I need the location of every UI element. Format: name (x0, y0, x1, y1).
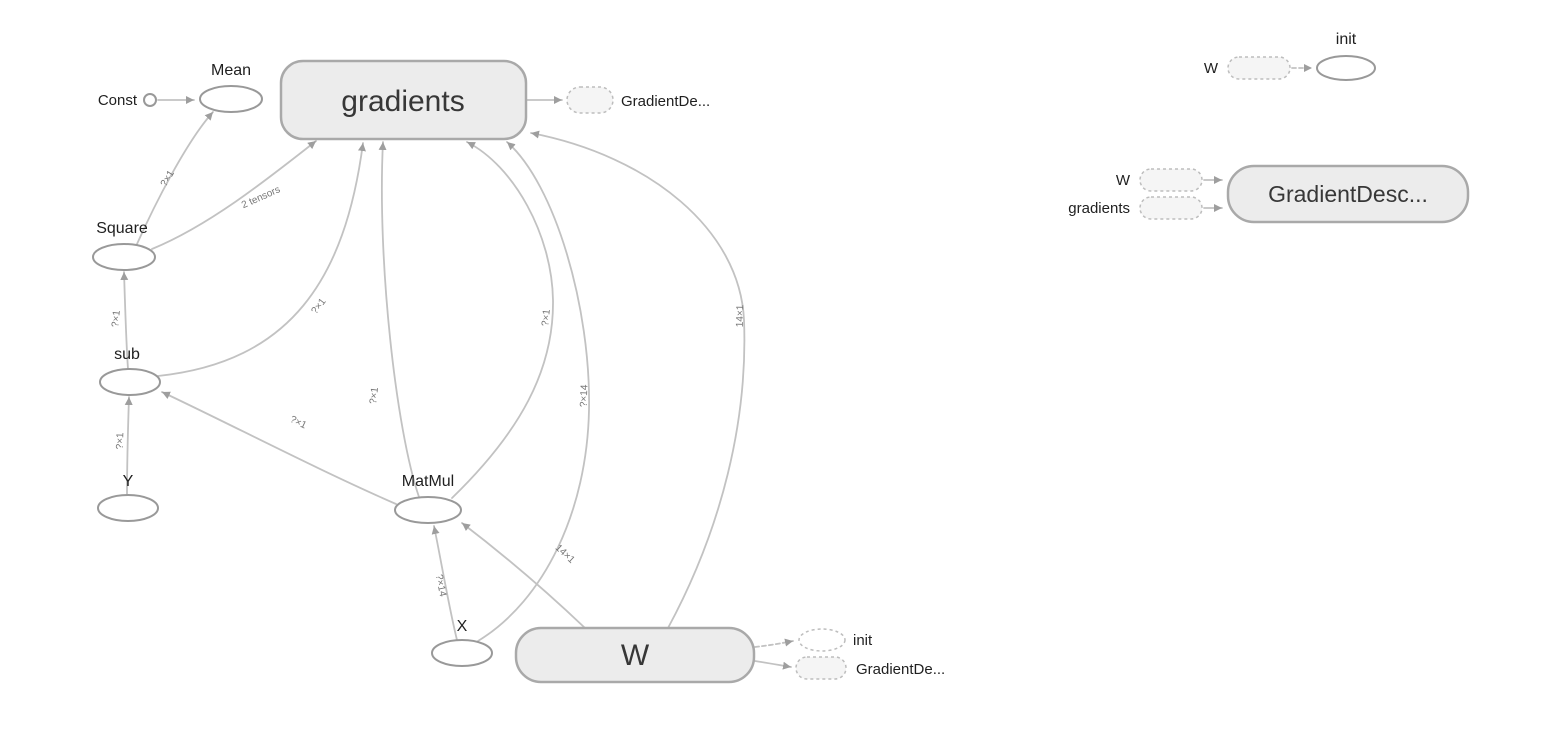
edge-label-3: ?×1 (309, 296, 328, 316)
sub-shape[interactable] (99, 368, 161, 396)
edge-sub-gradients (157, 142, 366, 377)
gd-w-stub-shape[interactable] (1139, 168, 1203, 192)
w-descent-stub-label: GradientDe... (856, 661, 945, 678)
node-init-w-stub[interactable]: W (1204, 56, 1291, 80)
x-shape[interactable] (431, 639, 493, 667)
gradients-label: gradients (341, 85, 464, 118)
gd-gradients-stub-shape[interactable] (1139, 196, 1203, 220)
gd-w-stub-label: W (1116, 172, 1131, 189)
node-square[interactable]: Square (92, 220, 156, 271)
node-sub[interactable]: sub (99, 346, 161, 396)
matmul-shape[interactable] (394, 496, 462, 524)
edge-label-6: ?×1 (368, 386, 381, 405)
w-shape[interactable] (514, 626, 756, 684)
edge-x-gradients (477, 141, 590, 642)
node-const[interactable]: Const (98, 92, 157, 109)
x-label: X (457, 618, 468, 635)
node-gradient-descent[interactable]: GradientDesc... (1226, 164, 1470, 224)
node-init[interactable]: init (1316, 31, 1376, 81)
edge-matmul-gradients (378, 141, 420, 498)
edge-matmul-gradients-2 (451, 141, 554, 499)
edge-label-0: ?×1 (159, 168, 177, 189)
mean-shape[interactable] (199, 85, 263, 113)
edge-label-10: ?×14 (433, 573, 448, 598)
sub-label: sub (114, 346, 140, 363)
matmul-label: MatMul (402, 473, 454, 490)
gradients-descent-stub-label: GradientDe... (621, 93, 710, 110)
edge-matmul-sub (161, 391, 397, 505)
edge-sub-square (120, 271, 129, 370)
edge-label-2: ?×1 (110, 309, 123, 327)
edge-y-sub (124, 396, 133, 496)
edge-label-7: ?×1 (540, 308, 553, 326)
y-label: Y (123, 473, 134, 490)
edge-label-11: 14×1 (553, 542, 577, 566)
edge-square-gradients (151, 140, 317, 250)
node-gd-w-stub[interactable]: W (1116, 168, 1203, 192)
y-shape[interactable] (97, 494, 159, 522)
edge-w-matmul (461, 522, 586, 629)
edge-square-mean (136, 111, 214, 245)
edge-w-init (754, 638, 794, 648)
init-w-stub-shape[interactable] (1227, 56, 1291, 80)
gradient-descent-label: GradientDesc... (1268, 181, 1428, 207)
init-w-stub-label: W (1204, 60, 1219, 77)
const-label: Const (98, 92, 138, 109)
gradients-shape[interactable] (279, 59, 528, 141)
edge-label-4: ?×1 (115, 432, 127, 450)
node-gd-gradients-stub[interactable]: gradients (1068, 196, 1203, 220)
edge-label-8: ?×14 (579, 384, 591, 407)
node-w-init-stub[interactable]: init (798, 628, 873, 652)
w-init-stub-label: init (853, 632, 873, 649)
init-label: init (1336, 31, 1357, 48)
node-mean[interactable]: Mean (199, 62, 263, 113)
edge-w-gradients (530, 130, 746, 629)
node-w-descent-stub[interactable]: GradientDe... (795, 656, 945, 680)
edge-label-9: 14×1 (735, 304, 746, 327)
w-label: W (621, 639, 650, 672)
node-y[interactable]: Y (97, 473, 159, 522)
w-descent-stub-shape[interactable] (795, 656, 847, 680)
square-shape[interactable] (92, 243, 156, 271)
edge-label-1: 2 tensors (240, 184, 282, 211)
node-x[interactable]: X (431, 618, 493, 667)
gradient-descent-shape[interactable] (1226, 164, 1470, 224)
node-gradients[interactable]: gradients (279, 59, 528, 141)
node-matmul[interactable]: MatMul (394, 473, 462, 524)
node-w[interactable]: W (514, 626, 756, 684)
edge-x-matmul (431, 525, 458, 641)
edge-label-5: ?×1 (288, 414, 308, 432)
gradients-descent-stub-shape[interactable] (566, 86, 614, 114)
node-gradients-descent-stub[interactable]: GradientDe... (566, 86, 710, 114)
init-shape[interactable] (1316, 55, 1376, 81)
gd-gradients-stub-label: gradients (1068, 200, 1130, 217)
edge-w-descent (754, 660, 792, 670)
mean-label: Mean (211, 62, 251, 79)
w-init-stub-shape[interactable] (798, 628, 846, 652)
square-label: Square (96, 220, 148, 237)
const-shape[interactable] (143, 93, 157, 107)
